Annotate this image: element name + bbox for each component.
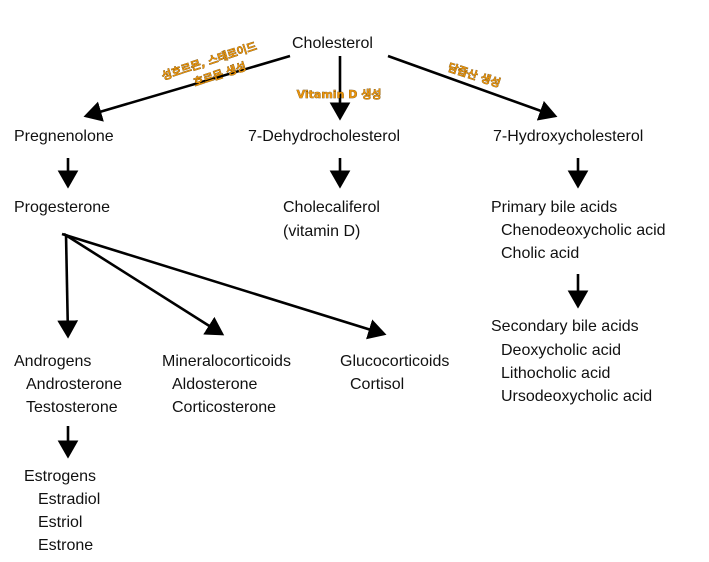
arrow-progesterone-mineralocorticoids bbox=[63, 232, 225, 336]
item-corticosterone: Corticosterone bbox=[172, 399, 276, 416]
arrow-cholesterol-pregnenolone bbox=[83, 54, 291, 122]
item-aldosterone: Aldosterone bbox=[172, 376, 257, 393]
node-androgens: Androgens bbox=[14, 353, 91, 370]
node-pregnenolone: Pregnenolone bbox=[14, 128, 114, 145]
item-androsterone: Androsterone bbox=[26, 376, 122, 393]
item-estrone: Estrone bbox=[38, 537, 93, 554]
node-7-dehydrocholesterol: 7-Dehydrocholesterol bbox=[248, 128, 400, 145]
node-secondary-bile-acids: Secondary bile acids bbox=[491, 318, 639, 335]
node-primary-bile-acids: Primary bile acids bbox=[491, 199, 617, 216]
node-estrogens: Estrogens bbox=[24, 468, 96, 485]
item-testosterone: Testosterone bbox=[26, 399, 118, 416]
item-estradiol: Estradiol bbox=[38, 491, 100, 508]
node-7-hydroxycholesterol: 7-Hydroxycholesterol bbox=[493, 128, 643, 145]
arrow-cholesterol-hydroxy bbox=[387, 54, 558, 121]
node-progesterone: Progesterone bbox=[14, 199, 110, 216]
item-estriol: Estriol bbox=[38, 514, 82, 531]
node-mineralocorticoids: Mineralocorticoids bbox=[162, 353, 291, 370]
arrow-progesterone-glucocorticoids bbox=[61, 232, 387, 340]
item-deoxycholic-acid: Deoxycholic acid bbox=[501, 342, 621, 359]
item-chenodeoxycholic-acid: Chenodeoxycholic acid bbox=[501, 222, 666, 239]
node-glucocorticoids: Glucocorticoids bbox=[340, 353, 449, 370]
node-cholecalciferol: Cholecaliferol bbox=[283, 199, 380, 216]
item-cortisol: Cortisol bbox=[350, 376, 404, 393]
item-lithocholic-acid: Lithocholic acid bbox=[501, 365, 610, 382]
node-cholesterol: Cholesterol bbox=[292, 35, 373, 52]
annotation-vitamin-d: Vitamin D 생성 bbox=[297, 87, 382, 101]
arrow-progesterone-androgens bbox=[57, 233, 79, 339]
item-cholic-acid: Cholic acid bbox=[501, 245, 579, 262]
node-vitamin-d: (vitamin D) bbox=[283, 223, 360, 240]
item-ursodeoxycholic-acid: Ursodeoxycholic acid bbox=[501, 388, 652, 405]
annotation-bile-acid: 담즙산 생성 bbox=[446, 60, 502, 90]
